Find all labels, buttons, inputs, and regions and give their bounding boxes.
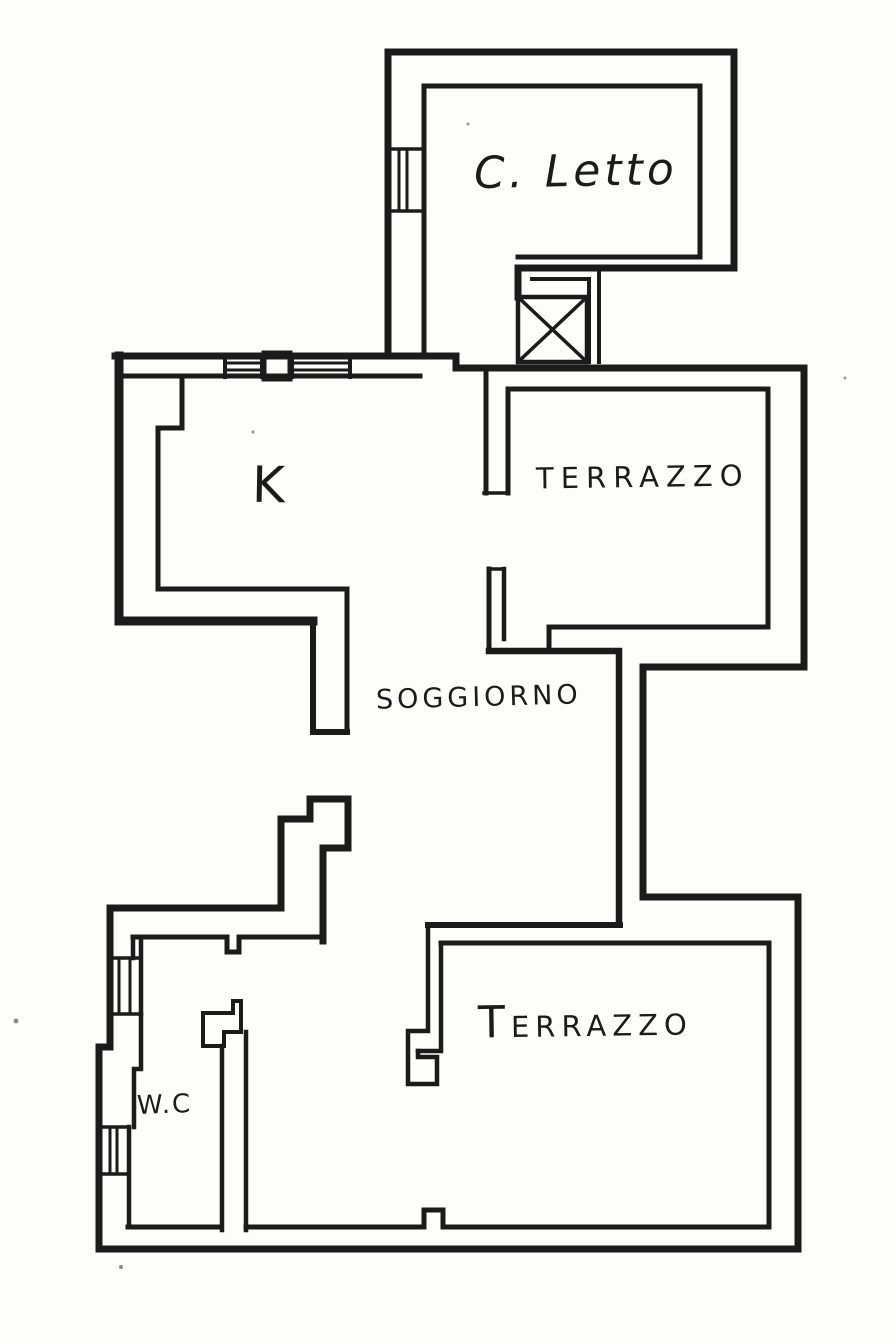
window-mullion (117, 956, 132, 1016)
wall-cletto-outer (384, 48, 738, 360)
window-glazing (290, 361, 352, 372)
window-wc (97, 1124, 132, 1230)
wall-k-inner (155, 373, 350, 735)
speckle (119, 1265, 123, 1269)
speckle (13, 1018, 19, 1024)
wall-k-stub (310, 618, 350, 735)
elevator-shaft (515, 294, 590, 365)
window-post (290, 354, 352, 379)
elevator-x-icon (515, 294, 590, 365)
window-mullion (108, 1125, 119, 1176)
room-label-wc: W.C (136, 1089, 193, 1121)
room-label-soggiorno: Soggiorno (375, 679, 583, 716)
room-label-kitchen: K (251, 455, 286, 515)
speckle (843, 376, 847, 380)
wall-terrace1-inner (505, 386, 771, 652)
wall-k-left-bottom (114, 351, 318, 626)
wall-outer-main (95, 352, 808, 1253)
window-bedroom (386, 147, 426, 213)
kitchen-walls (122, 350, 423, 735)
window-glazing (223, 361, 264, 372)
wall-inner-bottom-right (243, 1207, 772, 1230)
window-sill (108, 956, 143, 1016)
wall-wc-door-jamb (201, 999, 243, 1048)
window-sill (97, 1125, 131, 1176)
terrace-lower-walls (243, 922, 772, 1230)
room-label-c-letto: C. Letto (473, 143, 679, 200)
outer-walls (95, 48, 808, 1253)
room-label-terrazzo-lower: Terrazzo (477, 997, 694, 1049)
speckle (251, 430, 255, 434)
wall-terrace2-jog-outer (405, 922, 440, 1087)
speckle (466, 122, 470, 126)
wall-wc-left-block (131, 1011, 144, 1130)
scan-speckles (13, 122, 847, 1269)
terrace-upper-walls (482, 367, 771, 925)
wall-terrace1-bottom-corridor (485, 647, 623, 925)
wall-hall-inner-top (130, 934, 326, 955)
wall-cletto-inner (421, 83, 703, 359)
window-hall (108, 934, 144, 1017)
window-mullion (397, 147, 409, 213)
wall-terrace2-inner (438, 940, 772, 1230)
room-label-terrazzo-upper: Terrazzo (535, 458, 750, 496)
window-kitchen-2 (290, 354, 352, 379)
wall-terrace2-jog-inner (415, 940, 444, 1054)
wc-walls (97, 934, 326, 1233)
